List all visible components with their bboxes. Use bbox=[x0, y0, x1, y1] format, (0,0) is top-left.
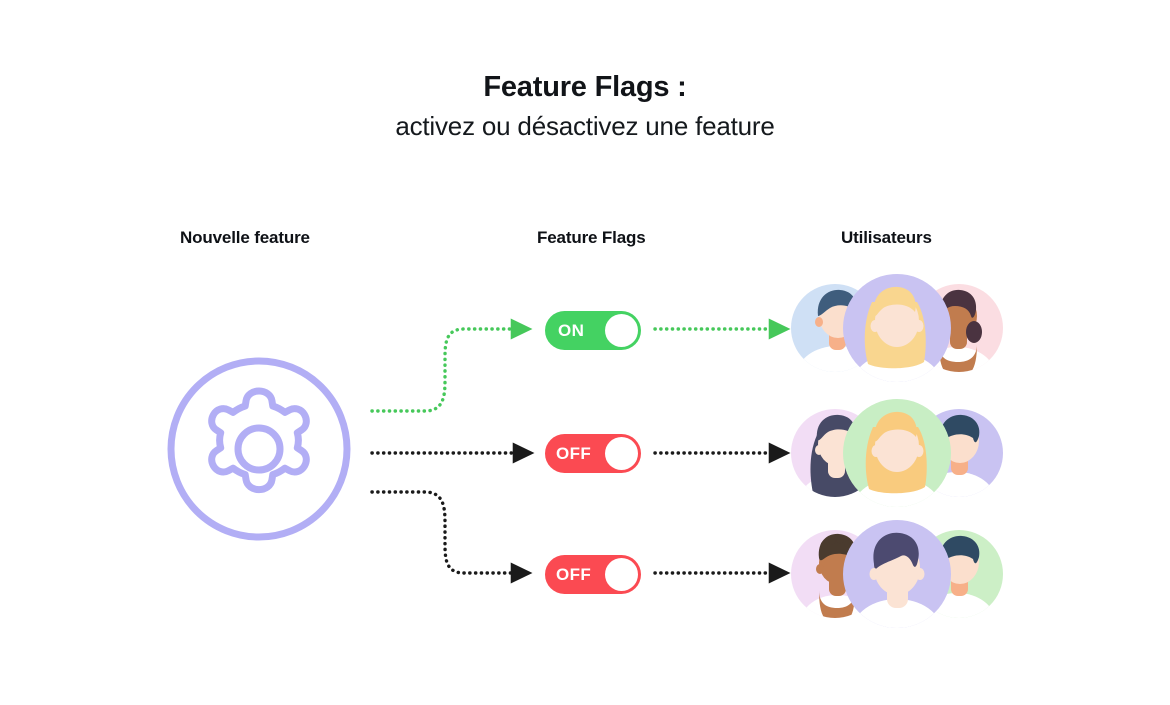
arrow-gear-to-toggle-on bbox=[370, 318, 533, 413]
toggle-knob[interactable] bbox=[605, 314, 638, 347]
new-feature-gear bbox=[164, 354, 354, 544]
feature-flag-toggle-off-1[interactable]: OFF bbox=[545, 434, 641, 473]
toggle-knob[interactable] bbox=[605, 437, 638, 470]
toggle-label: OFF bbox=[556, 565, 592, 584]
column-header-utilisateurs: Utilisateurs bbox=[841, 228, 932, 247]
page-title: Feature Flags : activez ou désactivez un… bbox=[0, 68, 1170, 144]
toggle-label: OFF bbox=[556, 444, 592, 463]
user-avatar-group-disabled-1 bbox=[791, 397, 1003, 509]
toggle-knob[interactable] bbox=[605, 558, 638, 591]
column-header-nouvelle-feature: Nouvelle feature bbox=[180, 228, 310, 247]
gear-icon bbox=[167, 357, 351, 541]
column-header-feature-flags: Feature Flags bbox=[537, 228, 646, 247]
toggle-label: ON bbox=[558, 321, 585, 340]
avatar bbox=[843, 274, 951, 382]
avatar-trio bbox=[791, 520, 1003, 628]
title-subtitle: activez ou désactivez une feature bbox=[395, 111, 775, 142]
avatar-trio bbox=[791, 274, 1003, 382]
title-main: Feature Flags : bbox=[483, 71, 687, 103]
feature-flag-toggle-off-2[interactable]: OFF bbox=[545, 555, 641, 594]
avatar bbox=[843, 520, 951, 628]
feature-flag-toggle-on[interactable]: ON bbox=[545, 311, 641, 350]
avatar bbox=[843, 399, 951, 507]
avatar-trio bbox=[791, 399, 1003, 507]
arrow-gear-to-toggle-off-2 bbox=[370, 490, 533, 584]
user-avatar-group-enabled bbox=[791, 272, 1003, 384]
user-avatar-group-disabled-2 bbox=[791, 518, 1003, 630]
